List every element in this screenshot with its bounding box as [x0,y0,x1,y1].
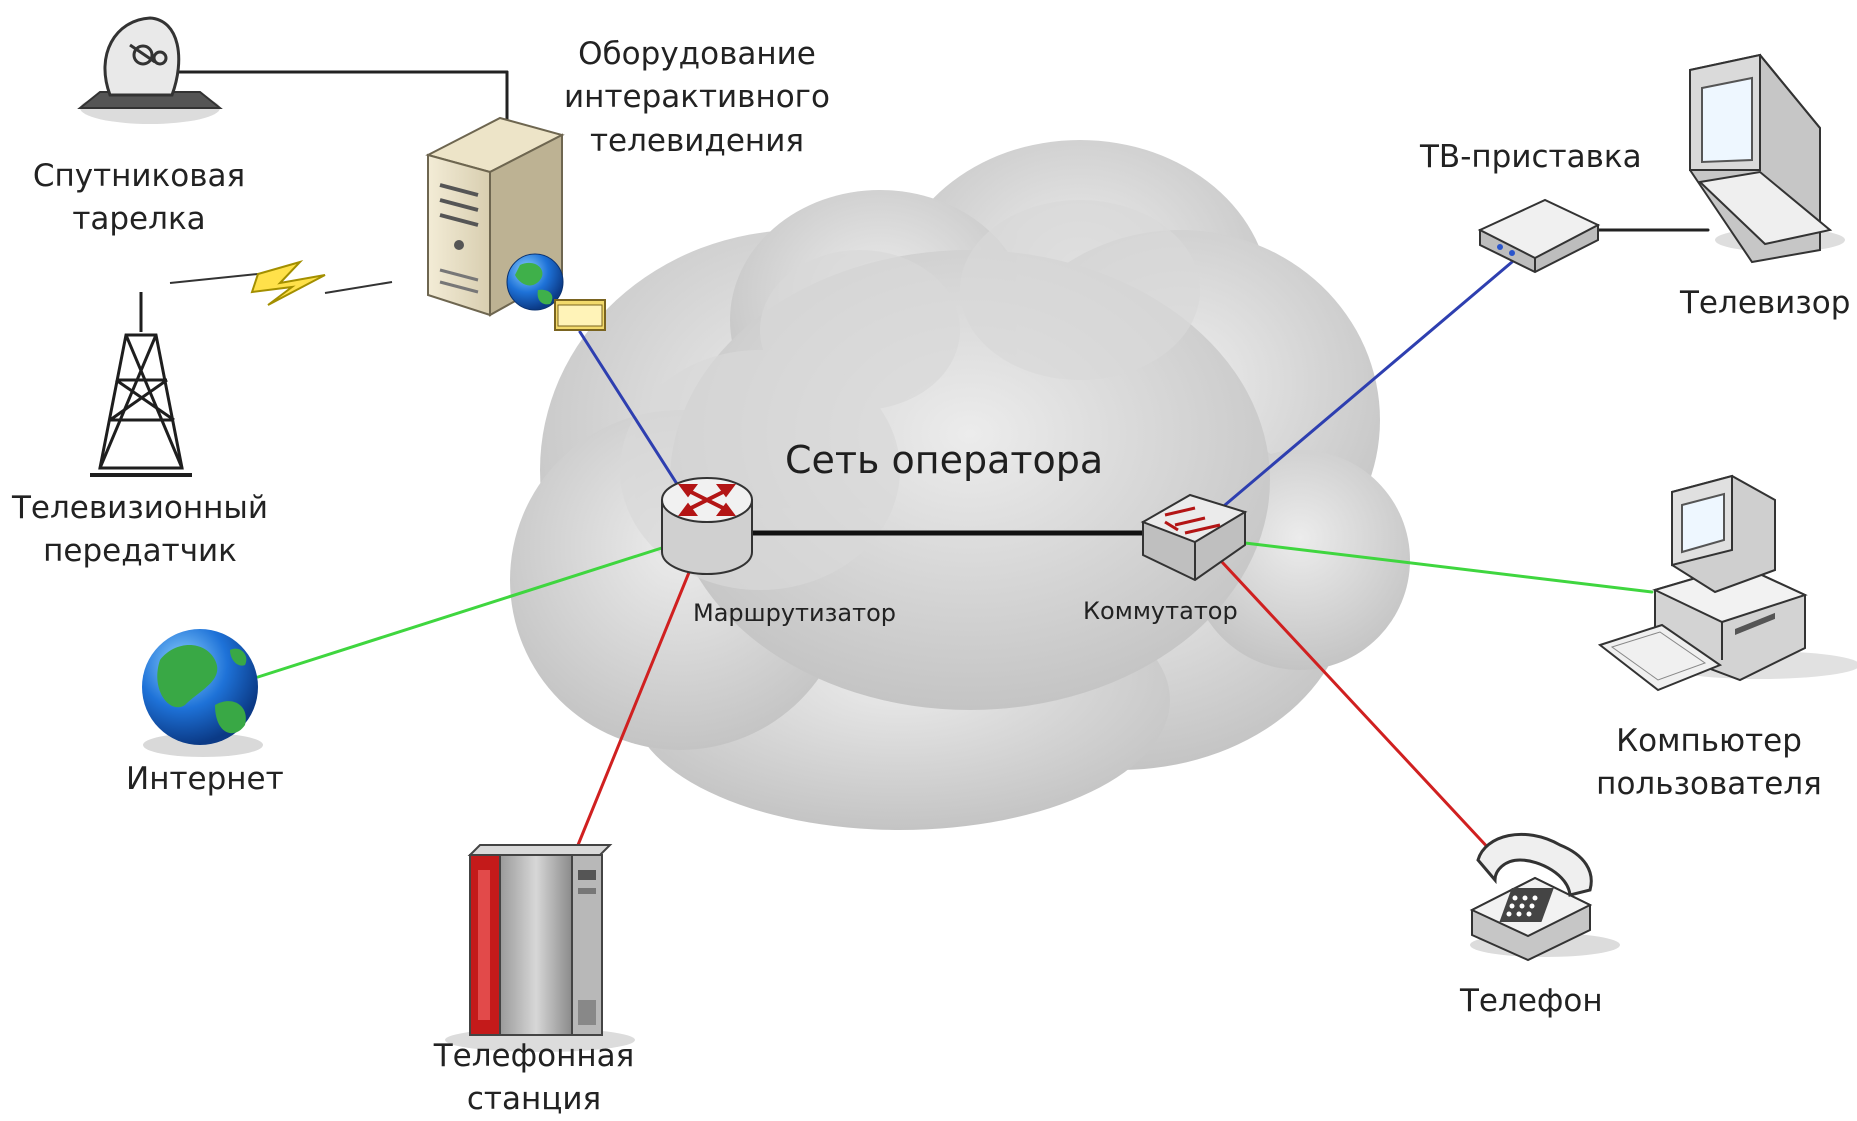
lightning-icon [169,260,393,306]
internet-label: Интернет [126,761,284,797]
tower-label-line2: передатчик [43,533,237,570]
satellite-label: Спутниковая тарелка [30,155,248,242]
tower-label: Телевизионный передатчик [4,487,276,574]
equipment-label-line1: Оборудование [578,36,816,72]
computer-label-line1: Компьютер [1616,723,1802,759]
link-router-internet [256,544,670,679]
satellite-label-line2: тарелка [72,201,206,238]
phone-label: Телефон [1460,983,1603,1019]
computer-label-line2: пользователя [1596,766,1822,803]
exchange-label-line2: станция [466,1081,602,1118]
switch-label: Коммутатор [1083,597,1238,625]
equipment-label: Оборудование интерактивного телевидения [562,33,832,163]
server-icon [425,116,606,331]
link-router-exchange [576,568,692,847]
cloud-label: Сеть оператора [785,438,1104,482]
satellite-dish-icon [77,16,223,124]
set-top-box-icon [1477,198,1601,274]
router-icon [661,477,753,575]
link-switch-phone [1220,560,1494,854]
satellite-label-line1: Спутниковая [32,158,246,194]
computer-icon [1597,474,1857,692]
equipment-label-line3: телевидения [589,122,804,159]
tv-tower-icon [90,292,192,477]
router-label: Маршрутизатор [693,599,896,627]
equipment-label-line2: интерактивного [564,79,830,116]
settop-label: ТВ-приставка [1420,139,1642,175]
switch-icon [1140,493,1248,582]
tower-label-line1: Телевизионный [11,490,269,526]
globe-icon [142,629,263,757]
exchange-label-line1: Телефонная [433,1038,635,1074]
cloud-icon [510,140,1410,830]
computer-label: Компьютер пользователя [1574,720,1844,807]
telephone-icon [1469,832,1620,962]
exchange-label: Телефонная станция [414,1035,654,1121]
telephone-exchange-icon [445,844,635,1052]
link-switch-settop [1223,260,1514,507]
television-icon [1689,53,1845,264]
link-switch-computer [1243,541,1654,594]
tv-label: Телевизор [1680,285,1851,321]
